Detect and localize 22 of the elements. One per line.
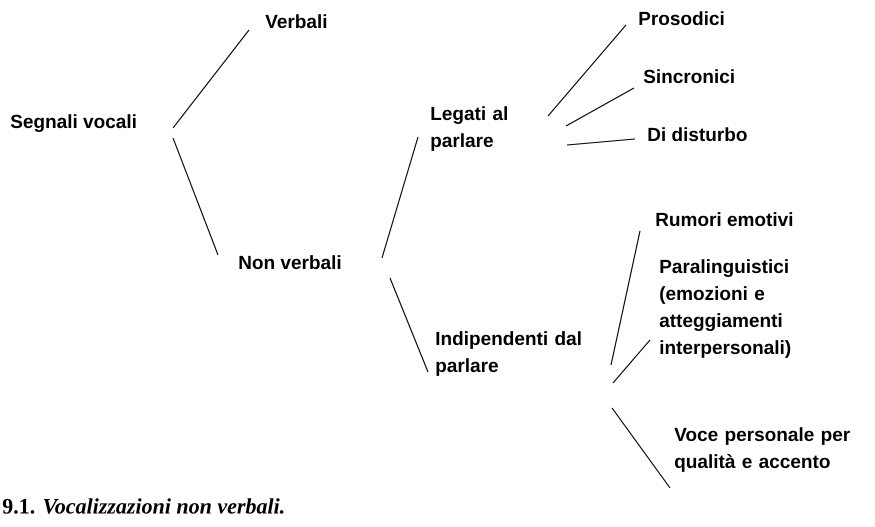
label-text: Sincronici [644,69,734,84]
branch-line [390,278,429,372]
branch-line [172,138,219,256]
label-text: Rumori emotivi [656,212,792,226]
label-text: Legati al parlare [431,106,507,151]
branch-line [172,30,250,128]
label-text: Non verbali [239,255,340,270]
branch-line [610,230,641,366]
branch-line [566,138,636,146]
branch-line [612,340,650,384]
label-text: Voce personale per qualità e accento [674,427,850,472]
branch-line [548,24,626,116]
label-text: Verbali [265,14,326,28]
label-text: Indipendenti dal parlare [436,331,581,376]
label-text: Paralinguistici (emozioni e atteggiamenti interpersonali) [660,259,790,358]
branch-line [612,408,670,488]
branch-line [566,88,634,126]
branch-line [381,136,419,258]
label-text: Di disturbo [648,127,747,142]
caption: 9.1. Vocalizzazioni non verbali. [2,498,284,514]
label-text: Prosodici [639,11,724,26]
label-text: Segnali vocali [10,114,136,132]
